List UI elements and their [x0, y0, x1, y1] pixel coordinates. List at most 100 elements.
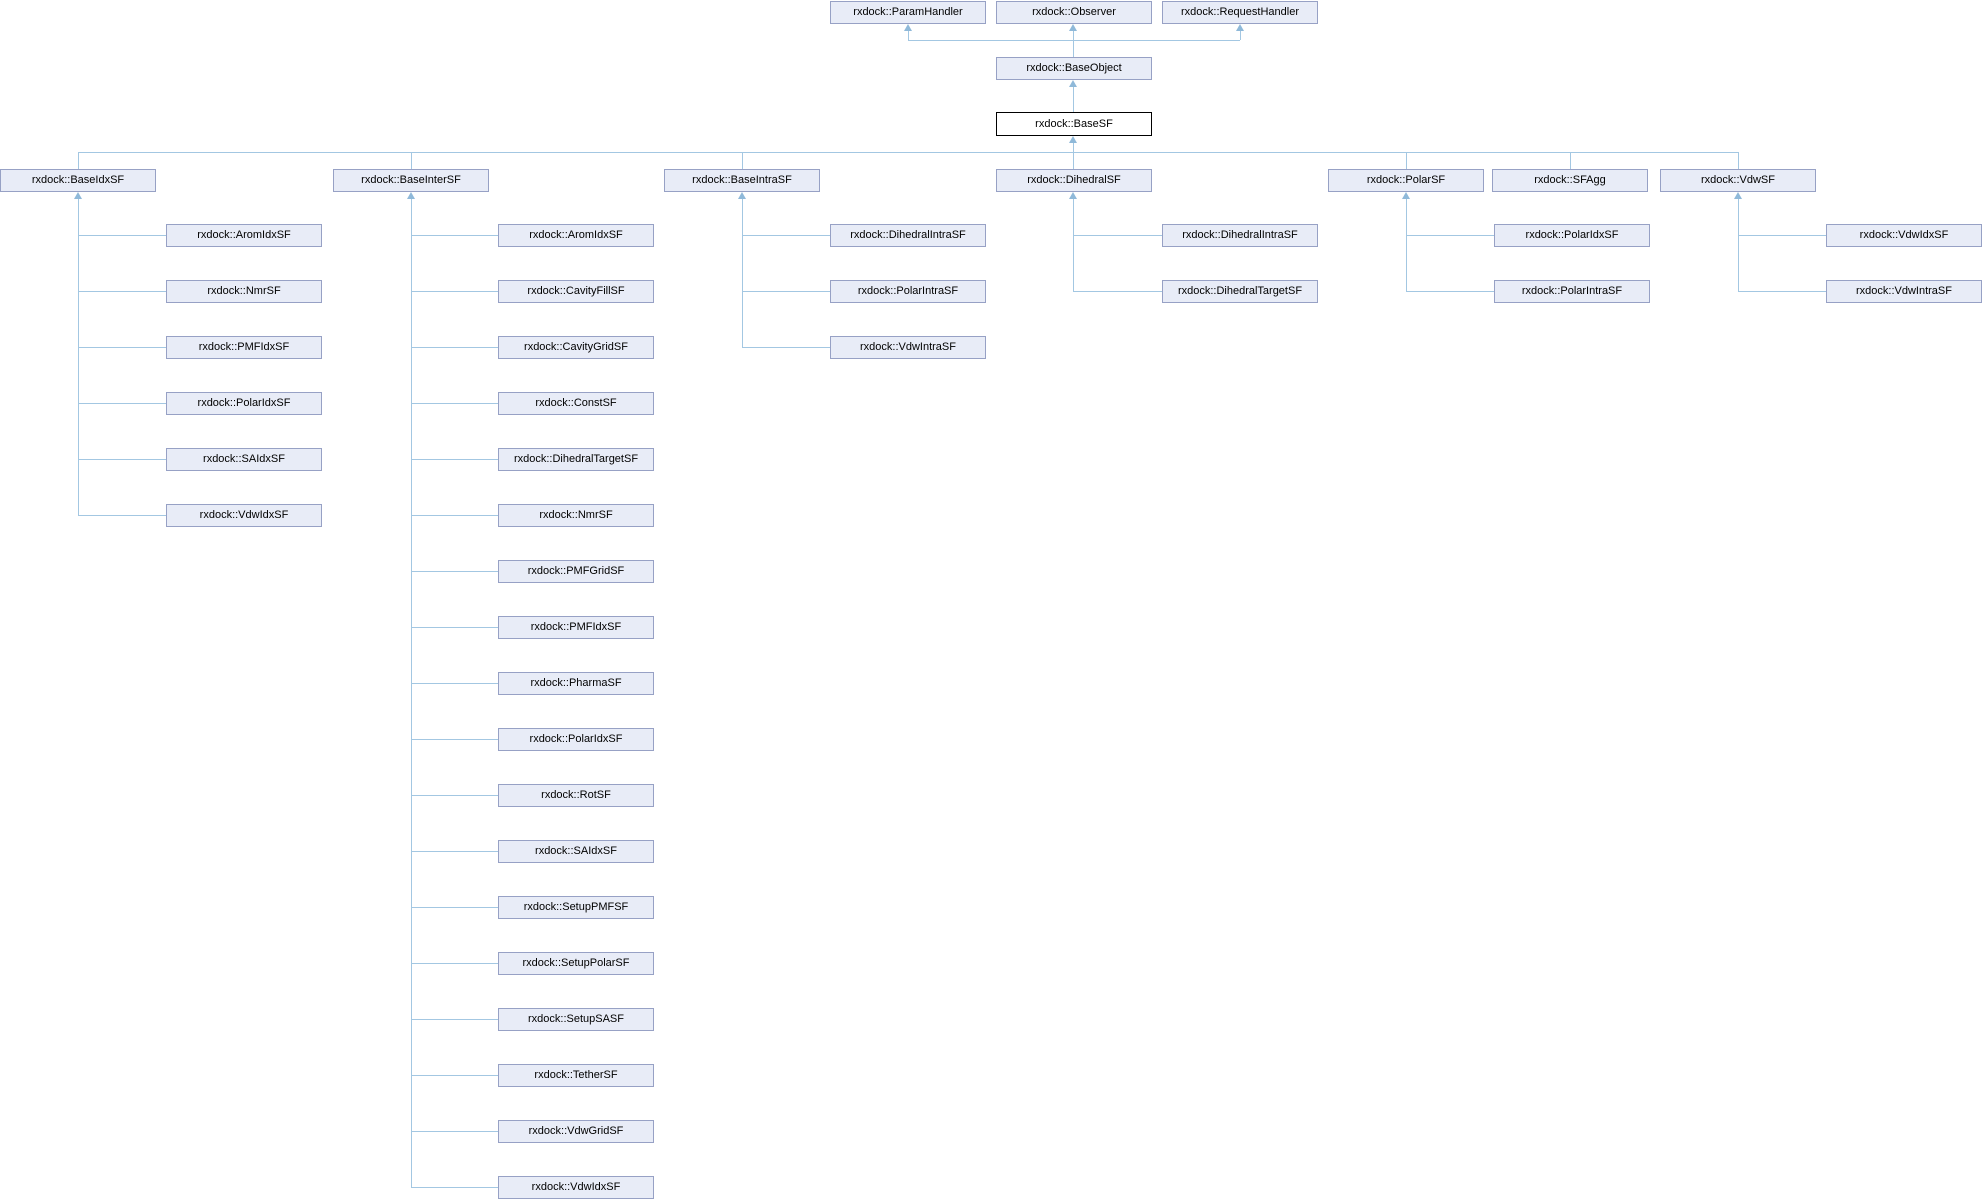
inheritance-edge-line — [1406, 152, 1407, 169]
inheritance-arrowhead-icon — [1069, 80, 1077, 87]
inheritance-edge-line — [411, 235, 498, 236]
inheritance-edge-line — [411, 1075, 498, 1076]
class-node-inter-pmfidx[interactable]: rxdock::PMFIdxSF — [498, 616, 654, 639]
class-node-inter-const[interactable]: rxdock::ConstSF — [498, 392, 654, 415]
class-node-base-inter-sf[interactable]: rxdock::BaseInterSF — [333, 169, 489, 192]
class-node-inter-setuppmf[interactable]: rxdock::SetupPMFSF — [498, 896, 654, 919]
class-node-polar-intra[interactable]: rxdock::PolarIntraSF — [1494, 280, 1650, 303]
class-node-inter-vdwidx[interactable]: rxdock::VdwIdxSF — [498, 1176, 654, 1199]
class-node-vdw-idx[interactable]: rxdock::VdwIdxSF — [1826, 224, 1982, 247]
inheritance-edge-line — [1406, 291, 1494, 292]
inheritance-edge-line — [1738, 199, 1739, 291]
class-node-intra-polar[interactable]: rxdock::PolarIntraSF — [830, 280, 986, 303]
inheritance-edge-line — [1073, 199, 1074, 291]
class-node-dihedral-sf[interactable]: rxdock::DihedralSF — [996, 169, 1152, 192]
class-node-base-idx-sf[interactable]: rxdock::BaseIdxSF — [0, 169, 156, 192]
class-node-inter-polaridx[interactable]: rxdock::PolarIdxSF — [498, 728, 654, 751]
class-node-inter-cavityfill[interactable]: rxdock::CavityFillSF — [498, 280, 654, 303]
inheritance-arrowhead-icon — [74, 192, 82, 199]
inheritance-edge-line — [411, 459, 498, 460]
inheritance-arrowhead-icon — [904, 24, 912, 31]
inheritance-edge-line — [411, 152, 412, 169]
class-node-idx-pmfidx[interactable]: rxdock::PMFIdxSF — [166, 336, 322, 359]
inheritance-edge-line — [742, 199, 743, 347]
inheritance-edge-line — [411, 347, 498, 348]
class-node-dih-target[interactable]: rxdock::DihedralTargetSF — [1162, 280, 1318, 303]
inheritance-arrowhead-icon — [1734, 192, 1742, 199]
inheritance-edge-line — [908, 40, 1240, 41]
inheritance-edge-line — [78, 403, 166, 404]
class-node-idx-polaridx[interactable]: rxdock::PolarIdxSF — [166, 392, 322, 415]
class-node-idx-vdwidx[interactable]: rxdock::VdwIdxSF — [166, 504, 322, 527]
inheritance-edge-line — [78, 459, 166, 460]
class-node-vdw-intra[interactable]: rxdock::VdwIntraSF — [1826, 280, 1982, 303]
inheritance-edge-line — [1570, 152, 1571, 169]
inheritance-edge-line — [78, 347, 166, 348]
inheritance-edge-line — [78, 199, 79, 515]
inheritance-edge-line — [411, 627, 498, 628]
class-node-observer[interactable]: rxdock::Observer — [996, 1, 1152, 24]
inheritance-arrowhead-icon — [407, 192, 415, 199]
inheritance-edge-line — [1406, 199, 1407, 291]
class-node-intra-dihedral[interactable]: rxdock::DihedralIntraSF — [830, 224, 986, 247]
inheritance-arrowhead-icon — [1402, 192, 1410, 199]
class-node-idx-aromidx[interactable]: rxdock::AromIdxSF — [166, 224, 322, 247]
inheritance-edge-line — [1073, 143, 1074, 152]
inheritance-arrowhead-icon — [1069, 136, 1077, 143]
class-node-inter-pharma[interactable]: rxdock::PharmaSF — [498, 672, 654, 695]
class-node-inter-nmr[interactable]: rxdock::NmrSF — [498, 504, 654, 527]
class-node-inter-dihedraltarget[interactable]: rxdock::DihedralTargetSF — [498, 448, 654, 471]
inheritance-edge-line — [1240, 31, 1241, 40]
inheritance-edge-line — [1738, 235, 1826, 236]
class-node-idx-saidx[interactable]: rxdock::SAIdxSF — [166, 448, 322, 471]
inheritance-edge-line — [908, 31, 909, 40]
inheritance-edge-line — [411, 963, 498, 964]
class-node-polar-idx[interactable]: rxdock::PolarIdxSF — [1494, 224, 1650, 247]
class-node-inter-rot[interactable]: rxdock::RotSF — [498, 784, 654, 807]
class-node-polar-sf[interactable]: rxdock::PolarSF — [1328, 169, 1484, 192]
class-node-inter-tether[interactable]: rxdock::TetherSF — [498, 1064, 654, 1087]
class-node-inter-setuppolar[interactable]: rxdock::SetupPolarSF — [498, 952, 654, 975]
inheritance-edge-line — [742, 152, 743, 169]
class-node-inter-cavitygrid[interactable]: rxdock::CavityGridSF — [498, 336, 654, 359]
class-node-base-object[interactable]: rxdock::BaseObject — [996, 57, 1152, 80]
class-node-request-handler[interactable]: rxdock::RequestHandler — [1162, 1, 1318, 24]
class-node-inter-vdwgrid[interactable]: rxdock::VdwGridSF — [498, 1120, 654, 1143]
class-node-inter-setupsa[interactable]: rxdock::SetupSASF — [498, 1008, 654, 1031]
class-node-sf-agg[interactable]: rxdock::SFAgg — [1492, 169, 1648, 192]
inheritance-edge-line — [78, 235, 166, 236]
class-node-dih-intra[interactable]: rxdock::DihedralIntraSF — [1162, 224, 1318, 247]
inheritance-edge-line — [411, 1187, 498, 1188]
inheritance-edge-line — [411, 739, 498, 740]
inheritance-edge-line — [78, 291, 166, 292]
class-node-base-intra-sf[interactable]: rxdock::BaseIntraSF — [664, 169, 820, 192]
inheritance-edge-line — [411, 683, 498, 684]
inheritance-arrowhead-icon — [1236, 24, 1244, 31]
inheritance-edge-line — [78, 515, 166, 516]
class-node-inter-pmfgrid[interactable]: rxdock::PMFGridSF — [498, 560, 654, 583]
class-node-intra-vdw[interactable]: rxdock::VdwIntraSF — [830, 336, 986, 359]
inheritance-edge-line — [1073, 235, 1162, 236]
inheritance-edge-line — [1073, 152, 1074, 169]
inheritance-arrowhead-icon — [1069, 24, 1077, 31]
inheritance-edge-line — [411, 1019, 498, 1020]
inheritance-edge-line — [742, 291, 830, 292]
inheritance-edge-line — [411, 851, 498, 852]
inheritance-edge-line — [1073, 31, 1074, 57]
inheritance-arrowhead-icon — [1069, 192, 1077, 199]
inheritance-edge-line — [411, 291, 498, 292]
class-node-inter-saidx[interactable]: rxdock::SAIdxSF — [498, 840, 654, 863]
inheritance-edge-line — [78, 152, 79, 169]
inheritance-edge-line — [1738, 291, 1826, 292]
class-node-idx-nmr[interactable]: rxdock::NmrSF — [166, 280, 322, 303]
inheritance-edge-line — [742, 347, 830, 348]
inheritance-edge-line — [411, 795, 498, 796]
class-node-vdw-sf[interactable]: rxdock::VdwSF — [1660, 169, 1816, 192]
inheritance-arrowhead-icon — [738, 192, 746, 199]
inheritance-edge-line — [411, 571, 498, 572]
class-node-param-handler[interactable]: rxdock::ParamHandler — [830, 1, 986, 24]
class-node-inter-aromidx[interactable]: rxdock::AromIdxSF — [498, 224, 654, 247]
inheritance-edge-line — [411, 403, 498, 404]
class-node-base-sf[interactable]: rxdock::BaseSF — [996, 112, 1152, 136]
